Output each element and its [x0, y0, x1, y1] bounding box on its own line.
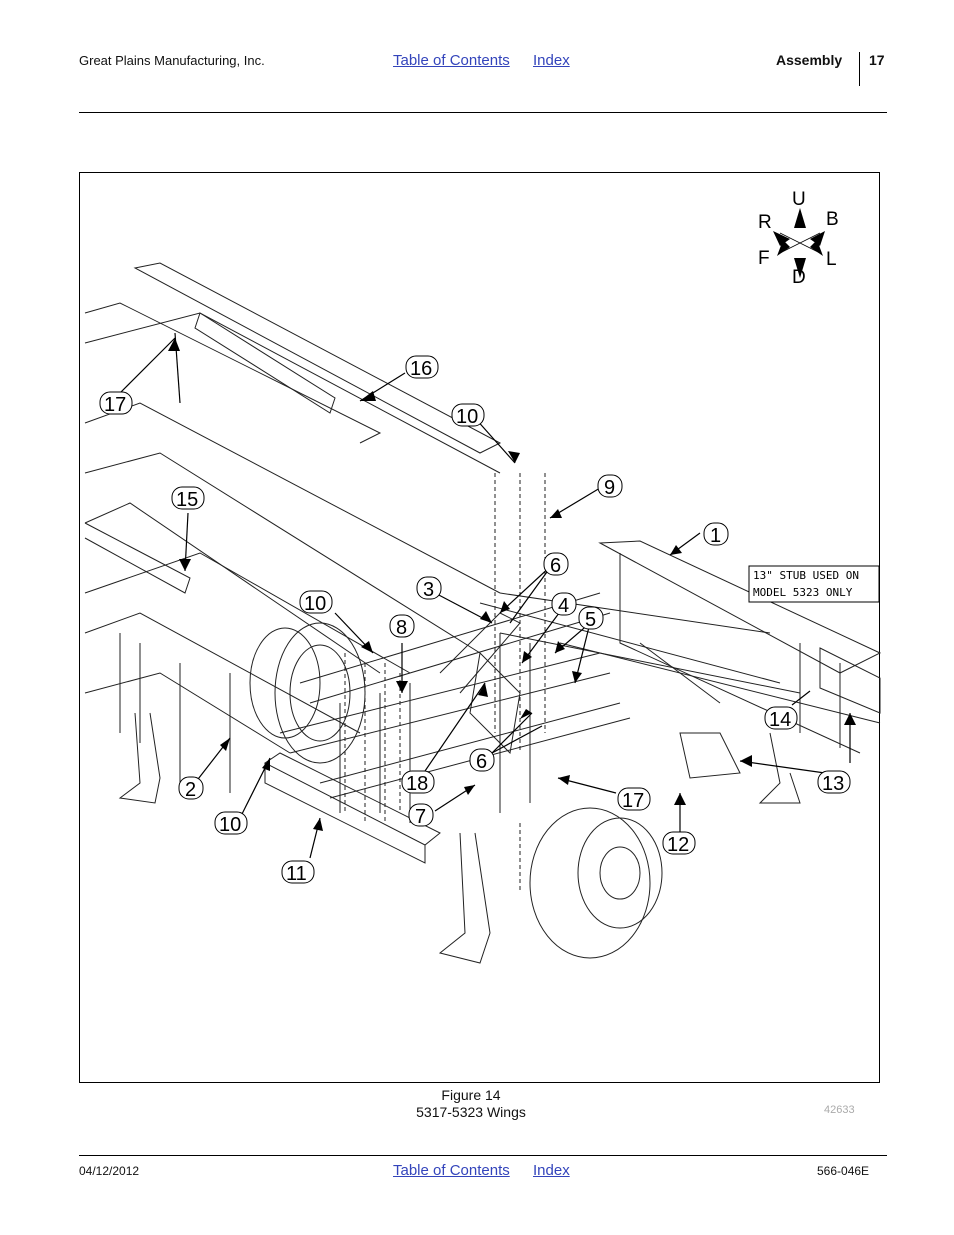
svg-text:12: 12 [667, 834, 689, 856]
callout-9: 9 [597, 474, 623, 499]
callout-12: 12 [662, 831, 696, 856]
callout-7: 7 [408, 803, 434, 828]
svg-text:6: 6 [476, 751, 487, 773]
company-name: Great Plains Manufacturing, Inc. [79, 53, 265, 68]
callout-17-top: 17 [99, 391, 133, 416]
callout-3: 3 [416, 576, 442, 601]
figure-frame: U R B F L D 13" STUB USED ON MODEL 5323 … [79, 172, 881, 1083]
machine-linework [84, 262, 881, 964]
compass-front-label: F [758, 248, 770, 269]
svg-text:13: 13 [822, 773, 844, 795]
callout-6-lower: 6 [469, 748, 495, 773]
callout-17-bottom: 17 [617, 787, 651, 812]
svg-text:17: 17 [622, 790, 644, 812]
svg-text:18: 18 [406, 773, 428, 795]
callout-8: 8 [389, 614, 415, 639]
figure-caption-title: Figure 14 [441, 1087, 501, 1103]
svg-text:10: 10 [456, 406, 478, 428]
svg-text:11: 11 [286, 863, 307, 885]
drawing-number: 42633 [824, 1104, 855, 1116]
callout-16: 16 [405, 355, 439, 380]
callout-10-middle: 10 [299, 590, 333, 615]
svg-text:2: 2 [185, 779, 196, 801]
assembly-drawing: U R B F L D 13" STUB USED ON MODEL 5323 … [84, 189, 881, 964]
footer-index-link[interactable]: Index [533, 1162, 570, 1179]
page-number: 17 [869, 52, 885, 68]
svg-text:10: 10 [219, 814, 241, 836]
compass-rear-label: R [758, 212, 772, 233]
callout-5: 5 [578, 606, 604, 631]
compass-back-label: B [826, 209, 839, 230]
svg-text:9: 9 [604, 477, 615, 499]
svg-text:5: 5 [585, 609, 596, 631]
callout-10-bottom: 10 [214, 811, 248, 836]
svg-text:4: 4 [558, 595, 569, 617]
callout-labels: 1 2 3 4 5 6 6 7 8 9 10 10 10 11 12 13 14… [99, 355, 851, 885]
svg-text:8: 8 [396, 617, 407, 639]
svg-text:17: 17 [104, 394, 126, 416]
svg-text:14: 14 [769, 709, 791, 731]
svg-text:6: 6 [550, 555, 561, 577]
callout-15: 15 [171, 486, 205, 511]
svg-text:7: 7 [415, 806, 426, 828]
svg-text:16: 16 [410, 358, 432, 380]
stub-note-line-2: MODEL 5323 ONLY [753, 586, 853, 599]
header-toc-link[interactable]: Table of Contents [393, 52, 510, 69]
svg-text:1: 1 [710, 525, 721, 547]
callout-13: 13 [817, 770, 851, 795]
callout-arrowheads [168, 338, 856, 831]
callout-2: 2 [178, 776, 204, 801]
compass-down-label: D [792, 267, 806, 288]
header-divider [859, 52, 860, 86]
footer-rule [79, 1155, 887, 1156]
footer-date: 04/12/2012 [79, 1164, 140, 1178]
svg-text:10: 10 [304, 593, 326, 615]
section-title: Assembly [776, 52, 843, 68]
header-index-link[interactable]: Index [533, 52, 570, 69]
callout-1: 1 [703, 522, 729, 547]
callout-18: 18 [401, 770, 435, 795]
compass-left-label: L [826, 249, 837, 270]
callout-4: 4 [551, 592, 577, 617]
svg-text:3: 3 [423, 579, 434, 601]
orientation-compass: U R B F L D [758, 189, 839, 288]
stub-note: 13" STUB USED ON MODEL 5323 ONLY [748, 565, 880, 603]
compass-up-label: U [792, 189, 806, 210]
footer-toc-link[interactable]: Table of Contents [393, 1162, 510, 1179]
svg-text:15: 15 [176, 489, 198, 511]
header-rule [79, 112, 887, 113]
callout-6-upper: 6 [543, 552, 569, 577]
figure-caption-subtitle: 5317-5323 Wings [416, 1104, 526, 1120]
callout-11: 11 [281, 860, 315, 885]
callout-14: 14 [764, 706, 798, 731]
footer-doc-number: 566-046E [817, 1164, 870, 1178]
stub-note-line-1: 13" STUB USED ON [753, 569, 859, 582]
callout-10-top: 10 [451, 403, 485, 428]
